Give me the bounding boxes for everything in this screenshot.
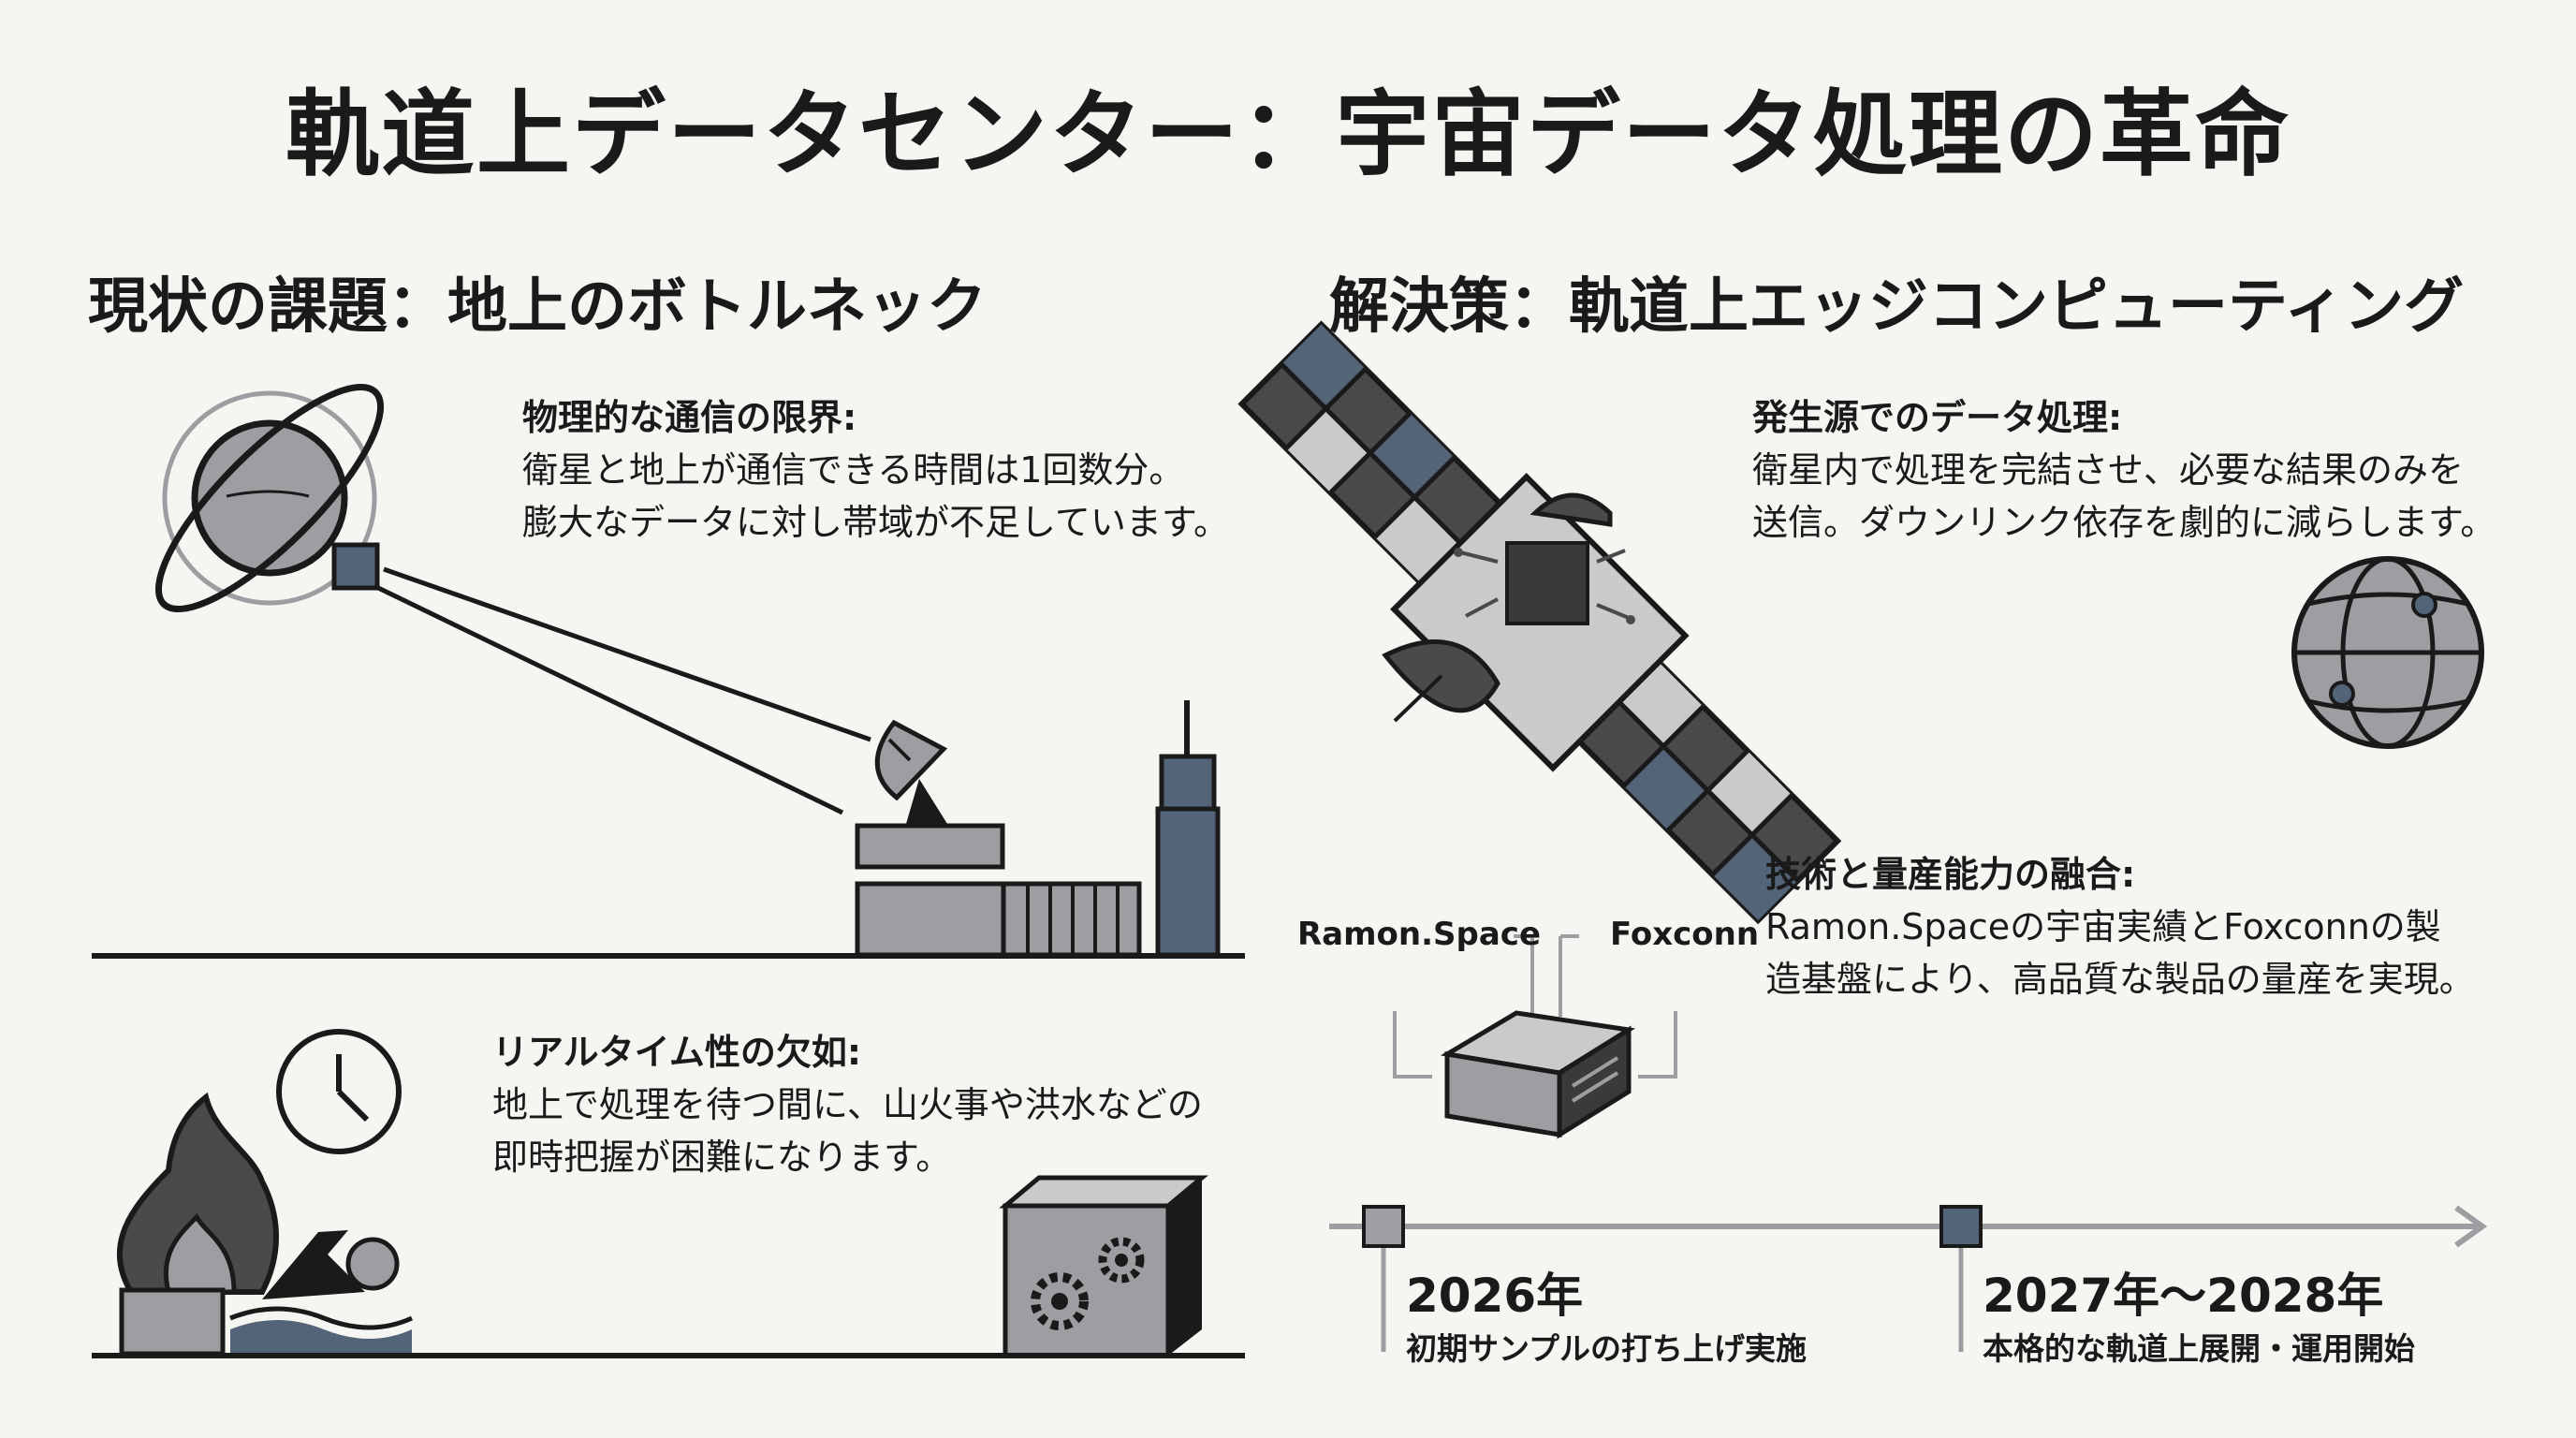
left-block-communication-limit: 物理的な通信の限界: 衛星と地上が通信できる時間は1回数分。 膨大なデータに対し… (522, 391, 1229, 549)
left-section-heading: 現状の課題：地上のボトルネック (88, 272, 987, 342)
partner-label-ramon: Ramon.Space (1297, 916, 1542, 953)
small-satellite-icon (331, 542, 380, 591)
signal-line-upper (383, 566, 871, 742)
block-heading: 発生源でのデータ処理: (1752, 397, 2123, 438)
partner-label-foxconn: Foxconn (1610, 916, 1760, 953)
partner-connectors (1393, 934, 1677, 1078)
rubble-block (119, 1287, 226, 1357)
timeline (1329, 1205, 2488, 1352)
swimmer-icon (229, 1230, 414, 1356)
block-line: 地上で処理を待つ間に、山火事や洪水などの (492, 1084, 1203, 1125)
fire-icon (116, 1092, 279, 1295)
gear-icon (1031, 1237, 1145, 1330)
block-line: 衛星内で処理を完結させ、必要な結果のみを (1752, 449, 2465, 491)
right-block-source-processing: 発生源でのデータ処理: 衛星内で処理を完結させ、必要な結果のみを 送信。ダウンリ… (1752, 391, 2496, 549)
block-line: 造基盤により、高品質な製品の量産を実現。 (1765, 959, 2475, 1000)
server-box-icon (999, 1175, 1208, 1358)
block-heading: 物理的な通信の限界: (522, 397, 857, 438)
satellite-icon (1237, 320, 1842, 925)
planet-icon (154, 383, 385, 613)
right-section-heading: 解決策：軌道上エッジコンピューティング (1329, 272, 2465, 342)
block-line: 即時把握が困難になります。 (492, 1137, 952, 1178)
building-icon (855, 700, 1221, 958)
page-title: 軌道上データセンター：宇宙データ処理の革命 (285, 80, 2291, 189)
timeline-label-2: 本格的な軌道上展開・運用開始 (1983, 1330, 2415, 1367)
timeline-marker-2026 (1362, 1205, 1405, 1248)
block-heading: 技術と量産能力の融合: (1765, 854, 2136, 895)
block-line: 膨大なデータに対し帯域が不足しています。 (522, 502, 1230, 543)
chip-icon (1454, 541, 1635, 625)
left-block-realtime: リアルタイム性の欠如: 地上で処理を待つ間に、山火事や洪水などの 即時把握が困難… (492, 1026, 1203, 1183)
globe-icon (2291, 556, 2484, 749)
block-line: 衛星と地上が通信できる時間は1回数分。 (522, 449, 1185, 491)
timeline-year-1: 2026年 (1406, 1269, 1584, 1323)
timeline-label-1: 初期サンプルの打ち上げ実施 (1406, 1330, 1808, 1367)
signal-line-lower (373, 583, 844, 815)
clock-icon (276, 1029, 402, 1154)
right-block-fusion: 技術と量産能力の融合: Ramon.Spaceの宇宙実績とFoxconnの製 造… (1765, 848, 2475, 1005)
block-line: Ramon.Spaceの宇宙実績とFoxconnの製 (1765, 906, 2441, 947)
hardware-box-icon (1440, 1010, 1636, 1139)
block-heading: リアルタイム性の欠如: (492, 1032, 862, 1073)
timeline-marker-2027 (1939, 1205, 1983, 1248)
block-line: 送信。ダウンリンク依存を劇的に減らします。 (1752, 502, 2496, 543)
timeline-year-2: 2027年〜2028年 (1983, 1269, 2384, 1323)
dish-antenna-icon (874, 719, 948, 824)
